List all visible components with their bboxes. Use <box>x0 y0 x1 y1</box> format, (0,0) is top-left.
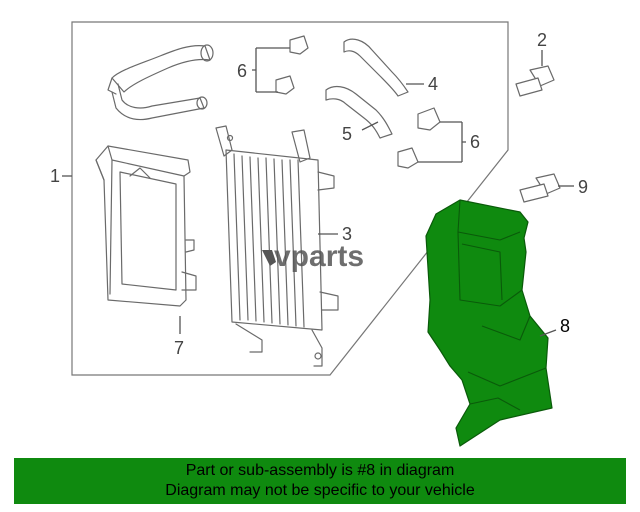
watermark-text: vparts <box>274 240 364 273</box>
clamp-6-upper <box>275 35 309 95</box>
info-banner: Part or sub-assembly is #8 in diagram Di… <box>14 458 626 504</box>
pipe-assembly <box>107 44 214 121</box>
hose-5 <box>325 85 393 139</box>
callout-line-6b <box>418 121 466 163</box>
watermark-logo: vparts <box>262 240 364 273</box>
callout-6-upper: 6 <box>237 61 247 81</box>
shroud-frame <box>95 145 197 307</box>
callout-line-8 <box>539 329 557 337</box>
air-guide-part-8 <box>425 199 553 447</box>
assembly-outline <box>71 21 509 376</box>
banner-line-1: Part or sub-assembly is #8 in diagram <box>185 462 455 479</box>
callout-6-lower: 6 <box>470 132 480 152</box>
bolt-9 <box>519 173 561 203</box>
parts-diagram: 1 2 3 4 5 6 6 7 8 9 vparts <box>50 21 588 447</box>
callout-7: 7 <box>174 338 184 358</box>
callout-9: 9 <box>578 177 588 197</box>
bolt-2 <box>515 65 555 97</box>
callout-2: 2 <box>537 30 547 50</box>
hose-4 <box>343 38 409 97</box>
callout-3: 3 <box>342 224 352 244</box>
callout-1: 1 <box>50 166 60 186</box>
callout-5: 5 <box>342 124 352 144</box>
callout-line-5 <box>361 121 379 131</box>
banner-line-2: Diagram may not be specific to your vehi… <box>165 482 475 499</box>
clamp-6-lower <box>397 107 441 169</box>
callout-8: 8 <box>560 316 570 336</box>
callout-4: 4 <box>428 74 438 94</box>
callout-line-6a <box>252 47 290 93</box>
oil-cooler-core <box>215 125 339 367</box>
